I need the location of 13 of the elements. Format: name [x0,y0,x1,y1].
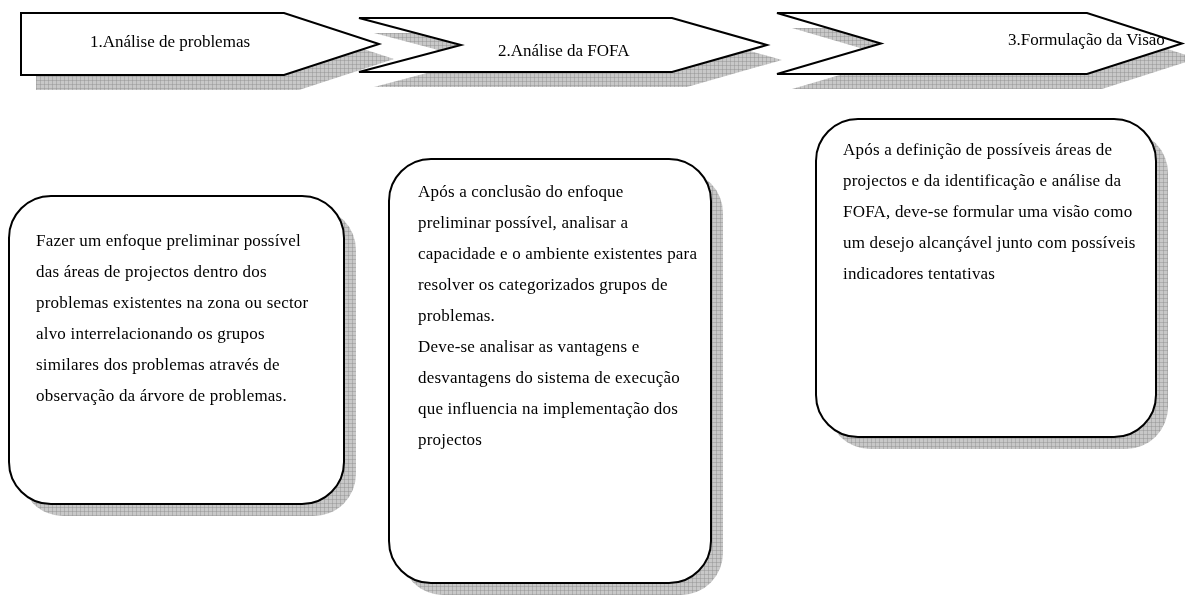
description-text: Deve-se analisar as vantagens e desvantagens do sistema de execução que influencia na implementação dos projectos [418,336,681,451]
rounded-text-box [815,118,1169,450]
step-title: 3.Formulação da Visão [1008,30,1165,50]
description-text: Fazer um enfoque preliminar possível das áreas de projectos dentro dos problemas existentes na zona ou sector alvo interrelacionando os grupos similares dos problemas através de observação da árvore de problemas. [36,230,310,407]
description-text: Após a conclusão do enfoque preliminar possível, analisar a capacidade e o ambiente existentes para resolver os categorizados grupos de problemas. [418,181,698,327]
step-title: 1.Análise de problemas [90,32,251,52]
chevron-step [358,17,783,88]
step-title: 2.Análise da FOFA [498,41,630,61]
rounded-text-box [388,158,724,596]
description-text: Após a definição de possíveis áreas de projectos e da identificação e análise da FOFA, deve-se formular uma visão como um desejo alcançável junto com possíveis indicadores tentativas [843,139,1137,285]
chevron-step [776,12,1185,90]
chevron-step [20,12,395,91]
rounded-text-box [8,195,357,517]
